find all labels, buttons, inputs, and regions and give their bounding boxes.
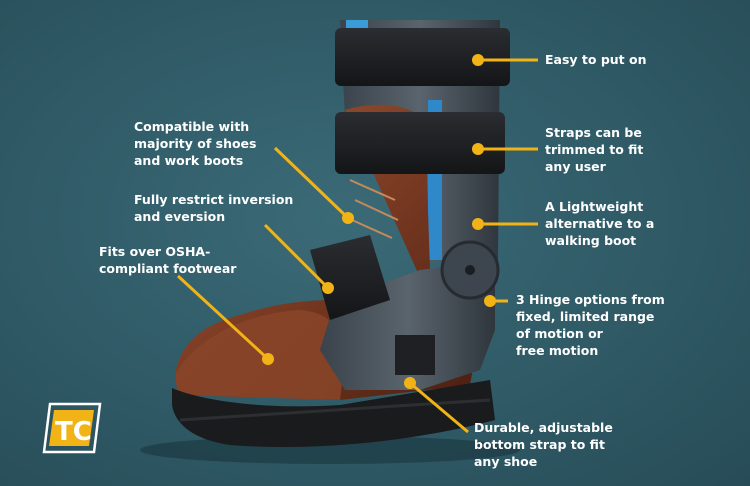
boot-toe (175, 310, 345, 400)
callout-line: Fully restrict inversion (134, 192, 294, 207)
callout-line: bottom strap to fit (474, 437, 605, 452)
callout-line: Easy to put on (545, 52, 647, 67)
middle-strap (335, 112, 505, 174)
callout-line: any shoe (474, 454, 538, 469)
callout-line: any user (545, 159, 606, 174)
callout-line: and work boots (134, 153, 244, 168)
bottom-strap-buckle (395, 335, 435, 375)
callout-line: compliant footwear (99, 261, 237, 276)
callout-line: trimmed to fit (545, 142, 644, 157)
callout-line: alternative to a (545, 216, 655, 231)
callout-line: Compatible with (134, 119, 250, 134)
callout-compatible: Compatible with majority of shoes and wo… (134, 118, 256, 169)
callout-line: walking boot (545, 233, 637, 248)
callout-easy-to-put-on: Easy to put on (545, 51, 647, 68)
callout-line: fixed, limited range (516, 309, 655, 324)
tc-logo: TC (42, 402, 102, 454)
callout-hinge-options: 3 Hinge options from fixed, limited rang… (516, 291, 665, 359)
callout-straps-trimmed: Straps can be trimmed to fit any user (545, 124, 643, 175)
blue-tab (346, 20, 368, 28)
svg-text:TC: TC (55, 417, 92, 447)
callout-line: Straps can be (545, 125, 642, 140)
top-strap (335, 28, 510, 86)
callout-line: Durable, adjustable (474, 420, 613, 435)
callout-line: and eversion (134, 209, 226, 224)
callout-line: free motion (516, 343, 599, 358)
boot-laces (349, 179, 399, 239)
callout-bottom-strap: Durable, adjustable bottom strap to fit … (474, 419, 613, 470)
callout-line: Fits over OSHA- (99, 244, 211, 259)
callout-line: majority of shoes (134, 136, 257, 151)
callout-line: A Lightweight (545, 199, 644, 214)
callout-line: 3 Hinge options from (516, 292, 665, 307)
callout-lightweight: A Lightweight alternative to a walking b… (545, 198, 654, 249)
instep-strap (310, 235, 390, 320)
boot-sole (172, 380, 495, 448)
callout-restrict-inversion: Fully restrict inversion and eversion (134, 191, 293, 225)
callout-dots (262, 54, 496, 389)
callout-line: of motion or (516, 326, 603, 341)
callout-osha-footwear: Fits over OSHA- compliant footwear (99, 243, 236, 277)
